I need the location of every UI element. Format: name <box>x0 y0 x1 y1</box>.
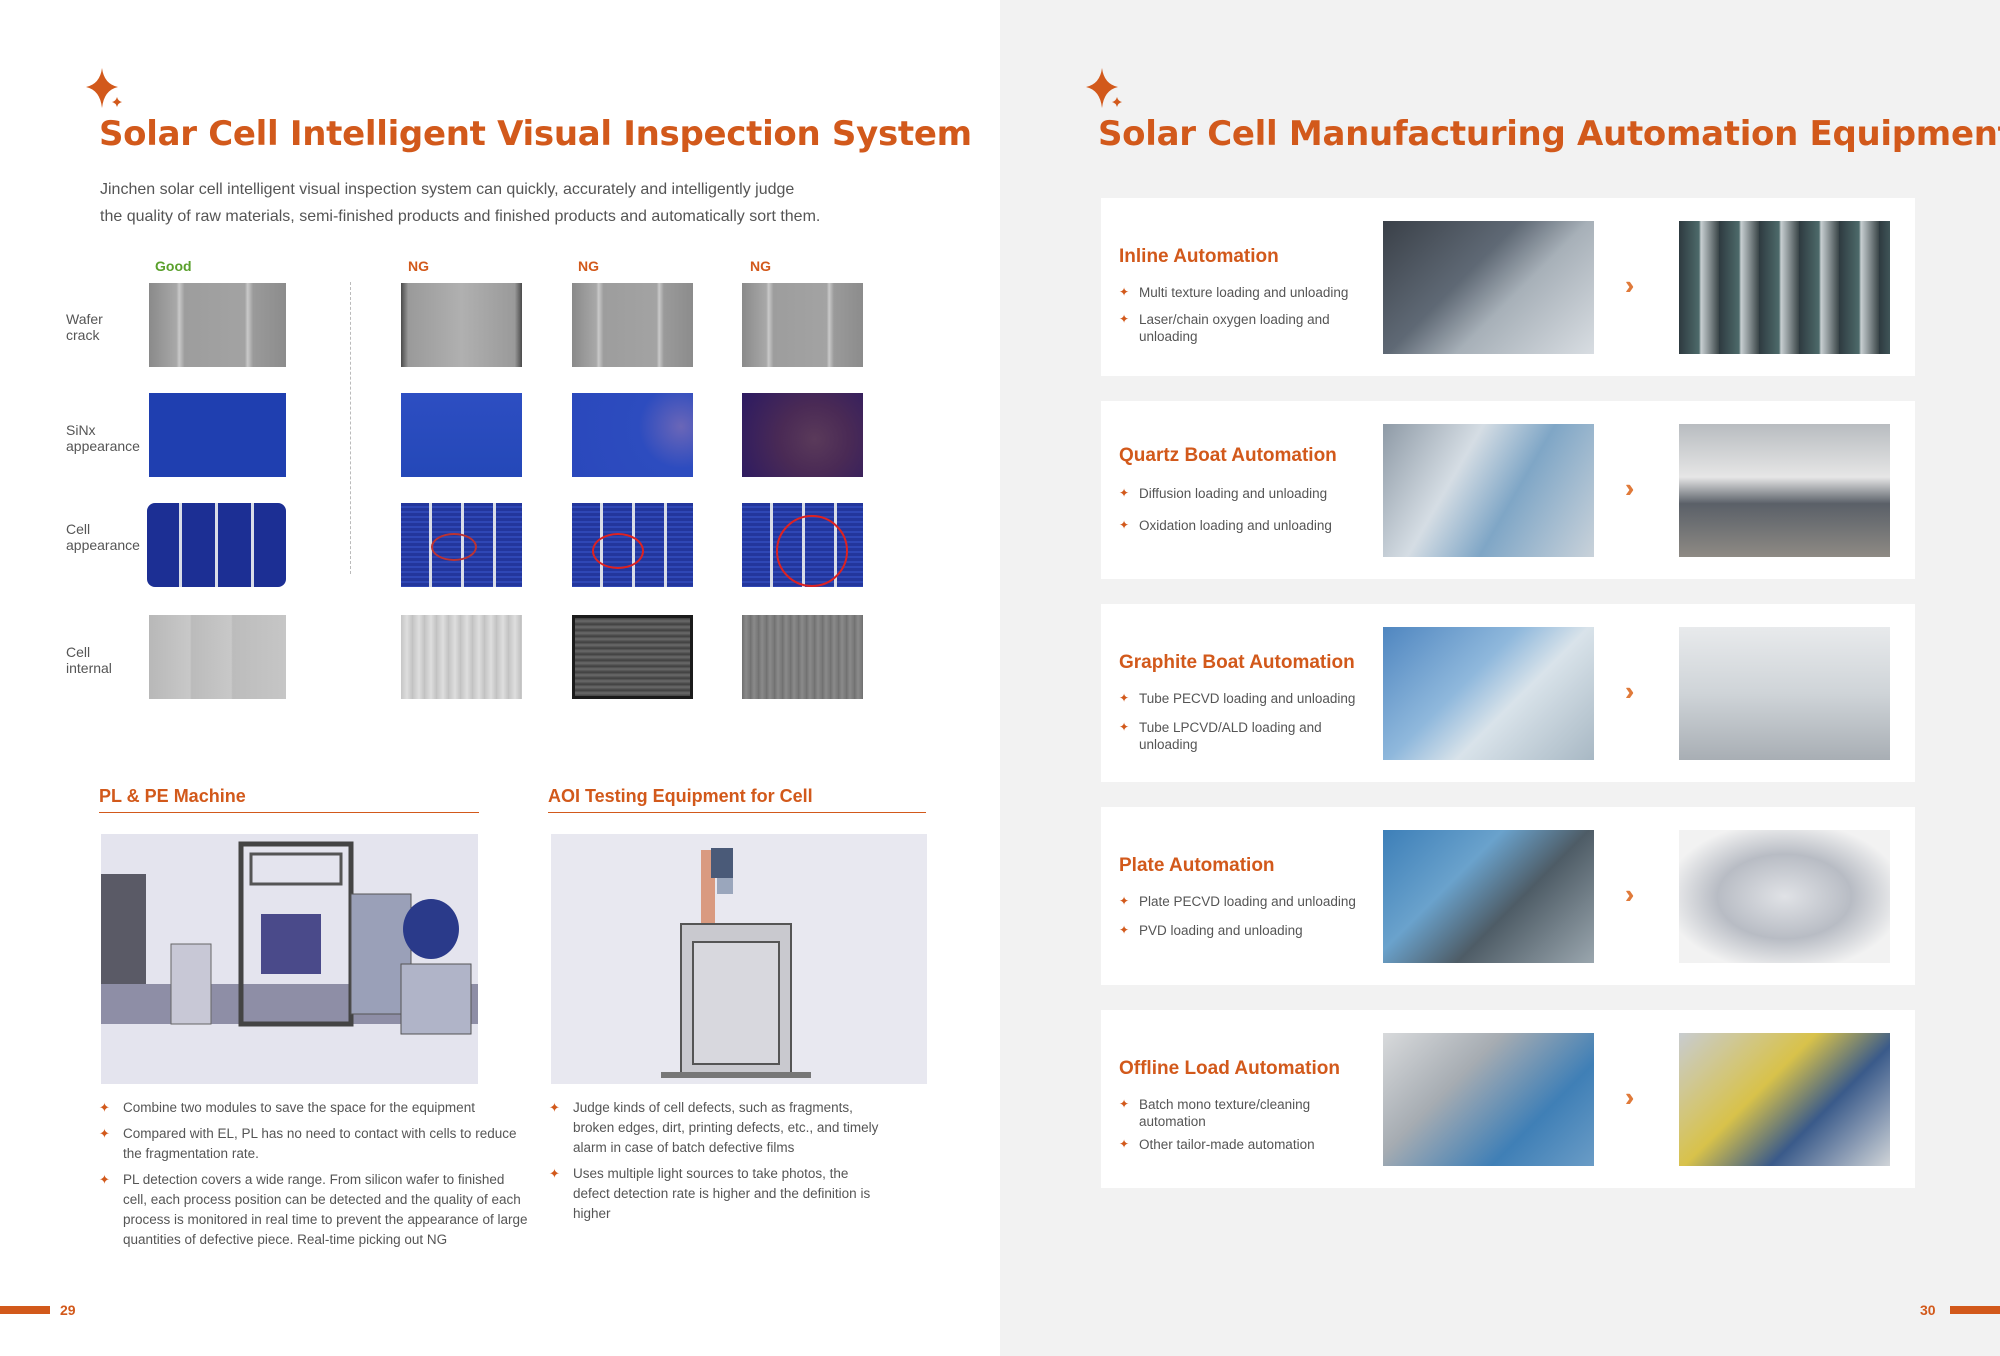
page-number: 30 <box>1920 1302 1936 1318</box>
section-underline <box>548 812 926 813</box>
sample-image-ng <box>401 503 522 587</box>
aoi-bullets: Judge kinds of cell defects, such as fra… <box>549 1098 879 1230</box>
sample-image-ng <box>572 283 693 367</box>
double-chevron-icon: ›› <box>1625 676 1637 706</box>
bullet-item: Tube LPCVD/ALD loading and unloading <box>1119 719 1369 753</box>
automation-card: Quartz Boat Automation Diffusion loading… <box>1101 401 1915 579</box>
aoi-machine-image <box>551 834 927 1084</box>
left-page: Solar Cell Intelligent Visual Inspection… <box>0 0 1000 1356</box>
sample-image-good <box>147 503 286 587</box>
automation-card: Offline Load Automation Batch mono textu… <box>1101 1010 1915 1188</box>
card-bullets: Multi texture loading and unloading Lase… <box>1119 284 1369 355</box>
sample-image-ng <box>742 393 863 477</box>
pl-pe-bullets: Combine two modules to save the space fo… <box>99 1098 529 1256</box>
sample-image-good <box>149 615 286 699</box>
card-title: Quartz Boat Automation <box>1119 445 1337 466</box>
sample-image-ng <box>572 393 693 477</box>
page-title: Solar Cell Manufacturing Automation Equi… <box>1098 114 2000 154</box>
equipment-photo <box>1679 1033 1890 1166</box>
equipment-photo <box>1383 1033 1594 1166</box>
card-title: Plate Automation <box>1119 855 1275 876</box>
section-heading-pl-pe: PL & PE Machine <box>99 786 246 806</box>
card-bullets: Tube PECVD loading and unloading Tube LP… <box>1119 690 1369 763</box>
card-title: Graphite Boat Automation <box>1119 652 1355 673</box>
bullet-item: Uses multiple light sources to take phot… <box>549 1164 879 1224</box>
intro-line-1: Jinchen solar cell intelligent visual in… <box>100 181 795 198</box>
bullet-item: Multi texture loading and unloading <box>1119 284 1369 301</box>
divider <box>350 282 351 574</box>
bullet-item: Plate PECVD loading and unloading <box>1119 893 1369 910</box>
equipment-photo <box>1383 627 1594 760</box>
column-label-ng: NG <box>750 258 771 274</box>
double-chevron-icon: ›› <box>1625 473 1637 503</box>
card-bullets: Diffusion loading and unloading Oxidatio… <box>1119 485 1369 544</box>
sample-image-good <box>149 283 286 367</box>
page-number-bar <box>1950 1306 2000 1314</box>
double-chevron-icon: ›› <box>1625 1082 1637 1112</box>
double-chevron-icon: ›› <box>1625 270 1637 300</box>
bullet-item: Batch mono texture/cleaning automation <box>1119 1096 1369 1130</box>
column-label-good: Good <box>155 258 192 274</box>
equipment-photo <box>1383 221 1594 354</box>
equipment-photo <box>1383 830 1594 963</box>
sample-image-ng <box>401 393 522 477</box>
sample-image-ng <box>742 503 863 587</box>
sample-image-ng <box>401 615 522 699</box>
sample-image-ng <box>572 503 693 587</box>
bullet-item: Oxidation loading and unloading <box>1119 517 1369 534</box>
card-title: Inline Automation <box>1119 246 1279 267</box>
page-title: Solar Cell Intelligent Visual Inspection… <box>99 114 972 154</box>
card-title: Offline Load Automation <box>1119 1058 1340 1079</box>
bullet-item: Other tailor-made automation <box>1119 1136 1369 1153</box>
bullet-item: Laser/chain oxygen loading and unloading <box>1119 311 1369 345</box>
sparkle-icon <box>86 68 122 108</box>
intro-line-2: the quality of raw materials, semi-finis… <box>100 208 821 225</box>
bullet-item: Combine two modules to save the space fo… <box>99 1098 529 1118</box>
sample-image-ng <box>742 283 863 367</box>
card-bullets: Batch mono texture/cleaning automation O… <box>1119 1096 1369 1163</box>
automation-card: Graphite Boat Automation Tube PECVD load… <box>1101 604 1915 782</box>
card-bullets: Plate PECVD loading and unloading PVD lo… <box>1119 893 1369 949</box>
equipment-photo <box>1679 627 1890 760</box>
bullet-item: Compared with EL, PL has no need to cont… <box>99 1124 529 1164</box>
page-number: 29 <box>60 1302 76 1318</box>
bullet-item: Judge kinds of cell defects, such as fra… <box>549 1098 879 1158</box>
page-number-bar <box>0 1306 50 1314</box>
sample-image-ng <box>742 615 863 699</box>
automation-card: Inline Automation Multi texture loading … <box>1101 198 1915 376</box>
sample-image-good <box>149 393 286 477</box>
bullet-item: Diffusion loading and unloading <box>1119 485 1369 502</box>
intro-text: Jinchen solar cell intelligent visual in… <box>100 176 860 230</box>
equipment-photo <box>1383 424 1594 557</box>
equipment-photo <box>1679 221 1890 354</box>
pl-pe-machine-image <box>101 834 478 1084</box>
double-chevron-icon: ›› <box>1625 879 1637 909</box>
section-underline <box>99 812 479 813</box>
bullet-item: PVD loading and unloading <box>1119 922 1369 939</box>
automation-card: Plate Automation Plate PECVD loading and… <box>1101 807 1915 985</box>
bullet-item: Tube PECVD loading and unloading <box>1119 690 1369 707</box>
sample-image-ng <box>401 283 522 367</box>
equipment-photo <box>1679 424 1890 557</box>
column-label-ng: NG <box>578 258 599 274</box>
equipment-photo <box>1679 830 1890 963</box>
bullet-item: PL detection covers a wide range. From s… <box>99 1170 529 1250</box>
column-label-ng: NG <box>408 258 429 274</box>
section-heading-aoi: AOI Testing Equipment for Cell <box>548 786 813 806</box>
sparkle-icon <box>1086 68 1122 108</box>
sample-image-ng <box>572 615 693 699</box>
